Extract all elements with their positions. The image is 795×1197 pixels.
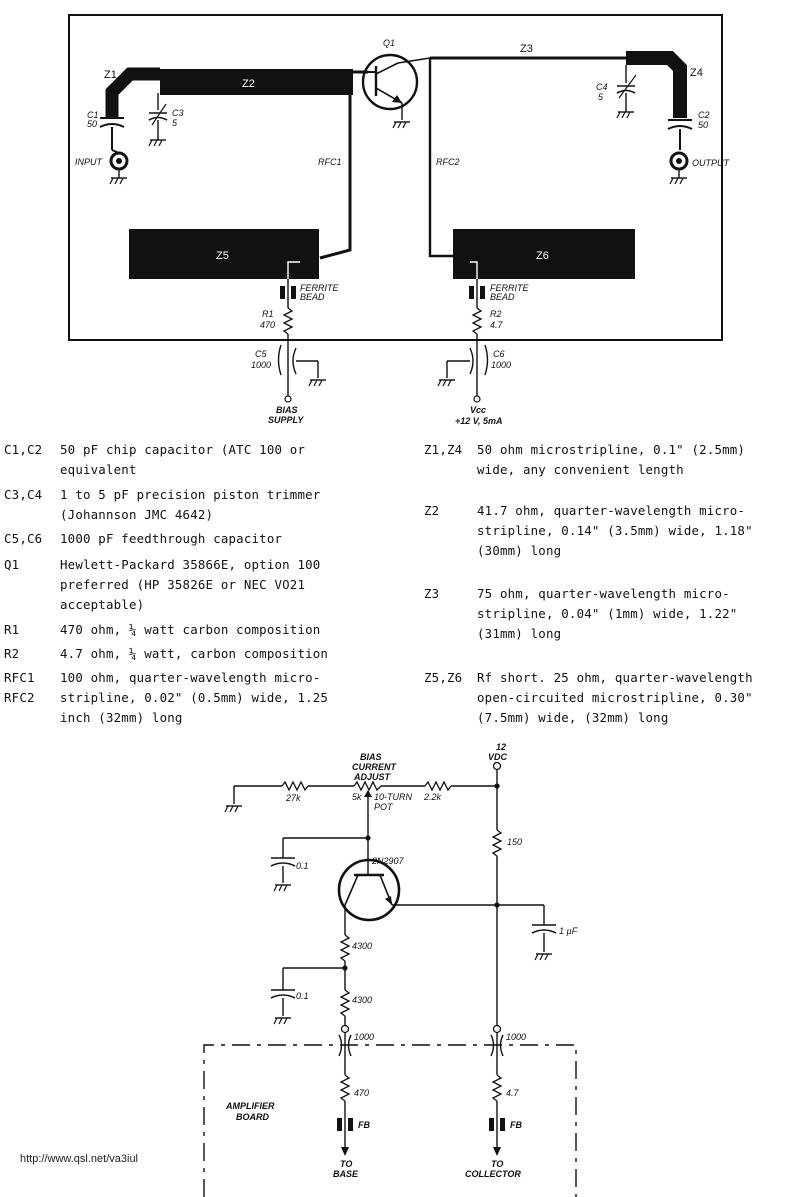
r27k-resistor — [281, 780, 309, 792]
2n2907-transistor — [337, 858, 401, 922]
ferrite-label-left: FERRITE — [300, 283, 339, 293]
bias-label: BIAS — [276, 405, 298, 415]
fb-base — [337, 1118, 342, 1131]
c6-label: C6 — [493, 349, 505, 359]
r150-resistor — [491, 829, 503, 857]
bias-title-3: ADJUST — [353, 772, 392, 782]
r4300a-resistor — [339, 934, 351, 962]
c6-feedthrough — [469, 347, 474, 375]
c1-value: 50 — [87, 119, 97, 129]
bias-title-1: BIAS — [360, 752, 382, 762]
c1-label: C1 — [87, 110, 99, 120]
c4-value: 5 — [598, 92, 604, 102]
r47-resistor — [491, 1074, 503, 1102]
r2-value: 4.7 — [490, 320, 504, 330]
fb-collector — [489, 1118, 494, 1131]
to-base-label: TO — [340, 1159, 352, 1169]
z6-label: Z6 — [536, 250, 549, 262]
r47-label: 4.7 — [506, 1088, 520, 1098]
r4300a-label: 4300 — [352, 941, 372, 951]
r22k-resistor — [424, 780, 452, 792]
pot-label-1: 10-TURN — [374, 792, 413, 802]
source-credit: http://www.qsl.net/va3iul — [20, 1153, 139, 1165]
ferrite-bead-left — [280, 286, 285, 299]
bias-pot — [353, 780, 382, 792]
z2-stripline — [160, 69, 353, 95]
z2-label: Z2 — [242, 78, 255, 90]
rf-amplifier-board: Z2 Z1 C1 50 INPUT C3 5 RFC1 — [68, 14, 731, 426]
bias-title-2: CURRENT — [352, 762, 398, 772]
z1-label: Z1 — [104, 69, 117, 81]
c2-value: 50 — [698, 120, 708, 130]
vcc-label: Vcc — [470, 405, 486, 415]
r2-resistor — [471, 307, 483, 335]
base-label: BASE — [333, 1169, 359, 1179]
r470-resistor — [339, 1074, 351, 1102]
vcc-supply-label: +12 V, 5mA — [455, 416, 502, 426]
rfc1-stripline — [319, 92, 352, 260]
pot-label-2: POT — [374, 802, 394, 812]
r2-label: R2 — [490, 309, 502, 319]
r4300b-label: 4300 — [352, 995, 372, 1005]
board-label: BOARD — [236, 1112, 269, 1122]
ferrite-bead-right — [469, 286, 474, 299]
to-collector-label: TO — [491, 1159, 503, 1169]
z3-label: Z3 — [520, 43, 533, 55]
rfc2-label: RFC2 — [436, 157, 460, 167]
r1-resistor — [282, 307, 294, 335]
bias-circuit: BIAS CURRENT ADJUST 12 VDC 27k 5k 10-TUR… — [203, 742, 578, 1197]
supply-label: SUPPLY — [268, 415, 304, 425]
z1-stripline — [105, 67, 160, 118]
board-outline — [68, 14, 723, 341]
c3-label: C3 — [172, 108, 184, 118]
z4-label: Z4 — [690, 67, 703, 79]
feedthrough-base-label: 1000 — [354, 1032, 374, 1042]
fb-base-label: FB — [358, 1120, 370, 1130]
r150-label: 150 — [507, 837, 522, 847]
c5-feedthrough — [277, 344, 282, 376]
collector-label: COLLECTOR — [465, 1169, 521, 1179]
input-label: INPUT — [75, 157, 104, 167]
amplifier-board-edge — [203, 1044, 577, 1197]
c2-label: C2 — [698, 110, 710, 120]
c5-value: 1000 — [251, 360, 271, 370]
z6-stripline — [453, 229, 635, 279]
pot-value: 5k — [352, 792, 362, 802]
2n2907-label: 2N2907 — [371, 856, 405, 866]
bead-label-right: BEAD — [490, 292, 515, 302]
c01-bottom-label: 0.1 — [296, 991, 309, 1001]
rfc2-stripline — [428, 58, 462, 258]
q1-label: Q1 — [383, 38, 395, 48]
fb-collector-label: FB — [510, 1120, 522, 1130]
feedthrough-collector-label: 1000 — [506, 1032, 526, 1042]
bead-label-left: BEAD — [300, 292, 325, 302]
r1-label: R1 — [262, 309, 274, 319]
vdc-label-1: 12 — [496, 742, 506, 752]
ferrite-label-right: FERRITE — [490, 283, 529, 293]
r1-value: 470 — [260, 320, 275, 330]
z5-label: Z5 — [216, 250, 229, 262]
c3-value: 5 — [172, 118, 178, 128]
c1uf-label: 1 µF — [559, 926, 578, 936]
r470-label: 470 — [354, 1088, 369, 1098]
vdc-label-2: VDC — [488, 752, 508, 762]
z4-stripline — [626, 51, 687, 118]
amplifier-label: AMPLIFIER — [225, 1101, 275, 1111]
rfc1-label: RFC1 — [318, 157, 342, 167]
r22k-label: 2.2k — [423, 792, 442, 802]
c01-top-label: 0.1 — [296, 861, 309, 871]
r27k-label: 27k — [285, 793, 301, 803]
c5-label: C5 — [255, 349, 267, 359]
q1-transistor — [361, 53, 419, 111]
c6-value: 1000 — [491, 360, 511, 370]
c4-label: C4 — [596, 82, 608, 92]
r4300b-resistor — [339, 989, 351, 1017]
output-label: OUTPUT — [692, 158, 731, 168]
